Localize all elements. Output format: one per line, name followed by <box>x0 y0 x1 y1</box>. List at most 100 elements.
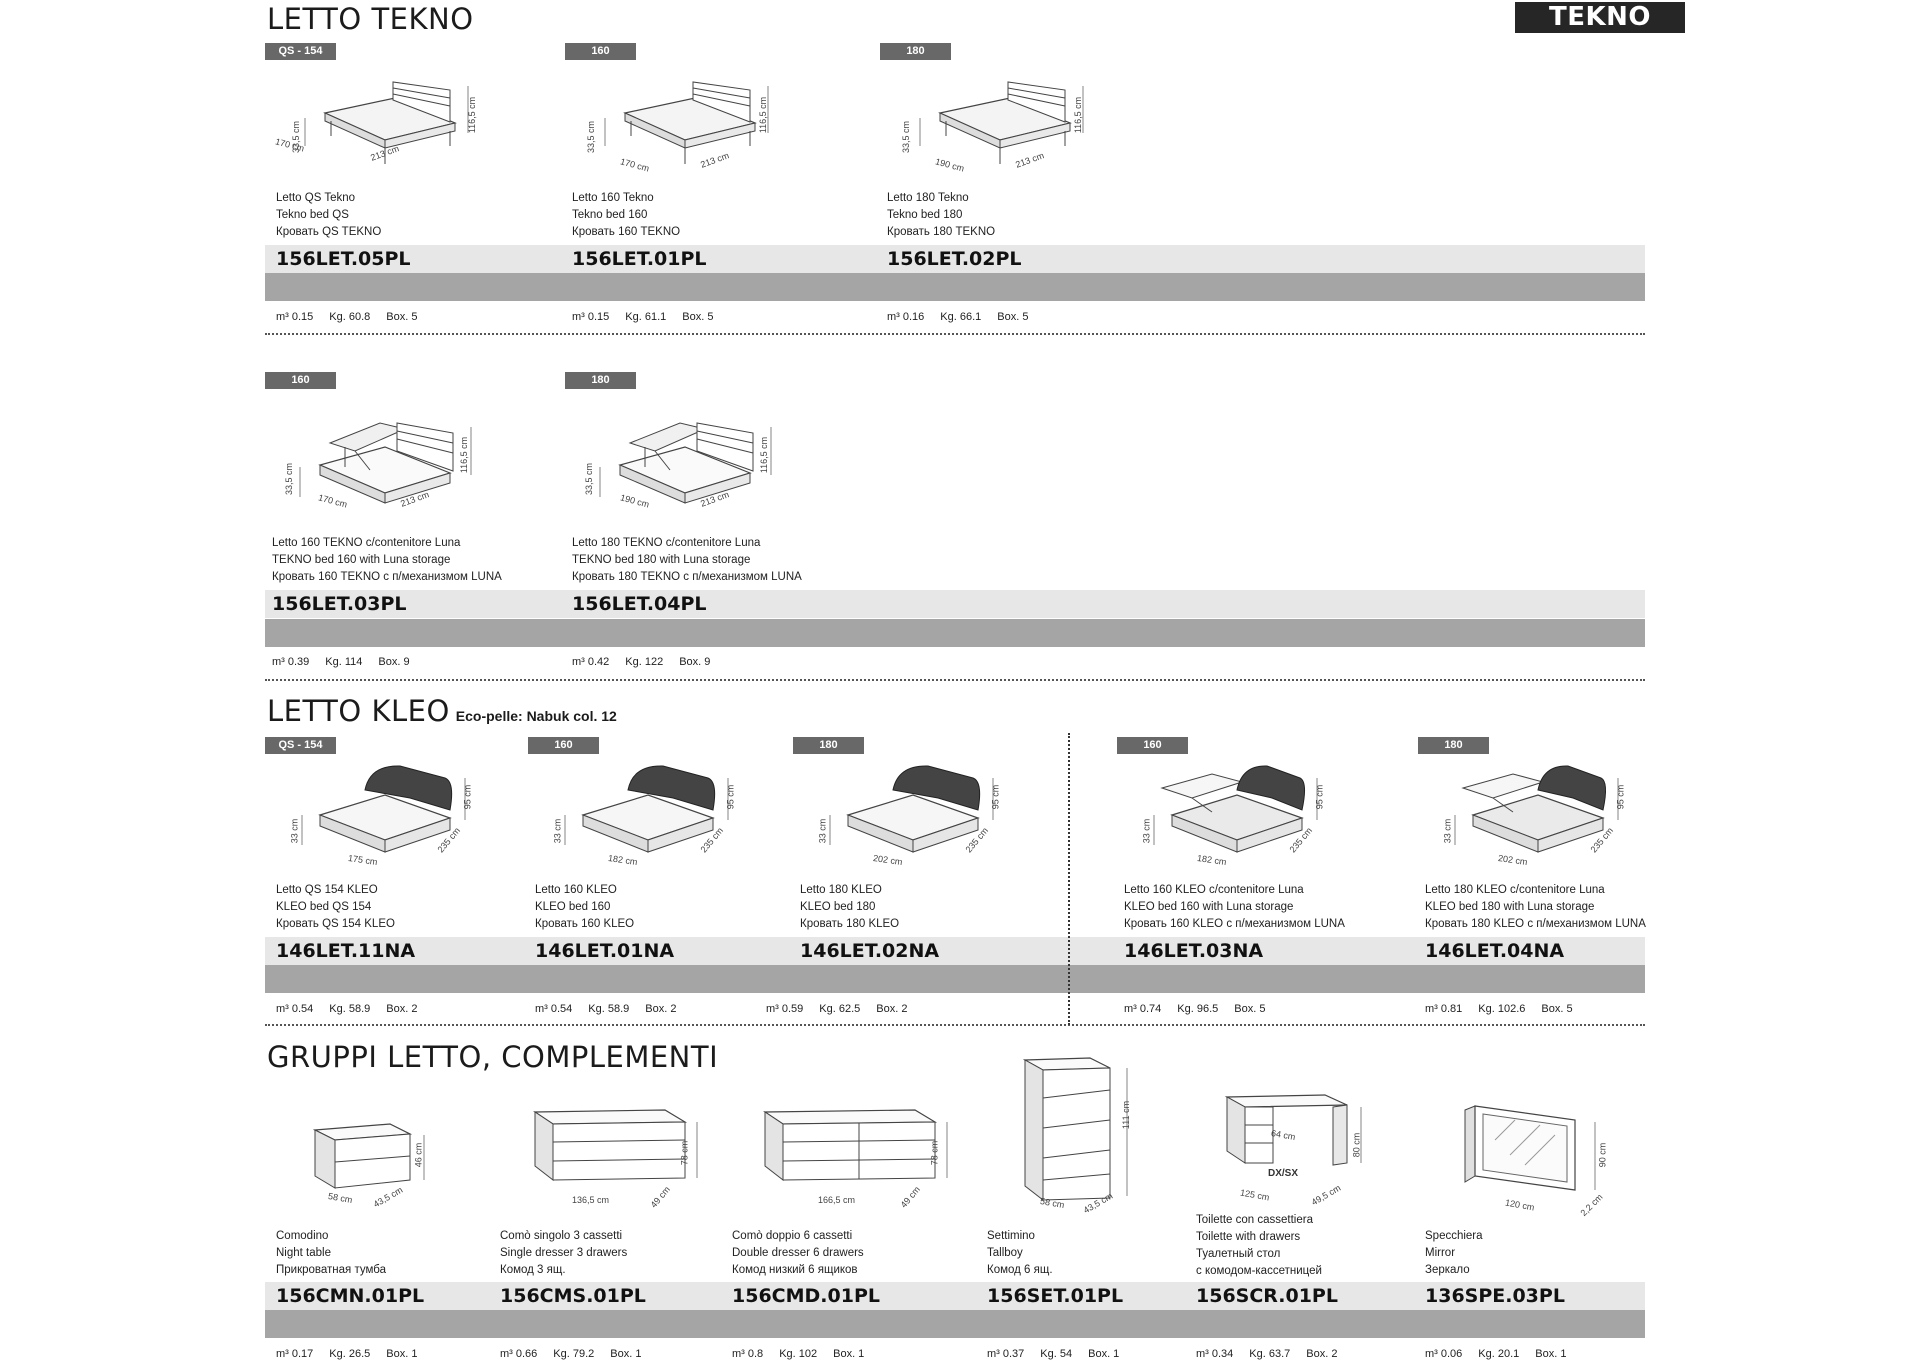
dim-height: 95 cm <box>1314 784 1325 810</box>
dim-height-side: 33 cm <box>1141 818 1152 844</box>
product-code: 146LET.01NA <box>535 940 675 962</box>
dim-height: 116,5 cm <box>758 96 769 134</box>
section-title-gruppi: GRUPPI LETTO, COMPLEMENTI <box>267 1040 719 1074</box>
kleo-title-text: LETTO KLEO <box>267 694 450 728</box>
storage-bed-drawing <box>585 415 785 520</box>
product-code: 156LET.03PL <box>272 593 407 615</box>
bed-drawing <box>585 78 785 178</box>
code-band-row2 <box>265 590 1645 618</box>
dim-height: 78 cm <box>679 1140 690 1166</box>
product-code: 146LET.02NA <box>800 940 940 962</box>
code-band-row3 <box>265 937 1645 965</box>
separator <box>265 333 1645 335</box>
bed-drawing <box>285 78 485 178</box>
product-code: 146LET.04NA <box>1425 940 1565 962</box>
mirror-drawing <box>1455 1100 1625 1210</box>
dim-height: 80 cm <box>1351 1132 1362 1158</box>
product-code: 156CMD.01PL <box>732 1285 880 1307</box>
kleo-storage-bed-drawing <box>1142 760 1332 865</box>
storage-bed-drawing <box>285 415 485 520</box>
size-badge: 180 <box>793 737 864 754</box>
vertical-separator <box>1068 733 1070 1025</box>
dim-height-side: 33,5 cm <box>284 462 295 496</box>
kleo-bed-drawing <box>553 760 743 865</box>
tallboy-drawing <box>1015 1050 1145 1210</box>
dim-height: 46 cm <box>413 1142 424 1168</box>
code-band-row1 <box>265 245 1645 273</box>
size-badge: QS - 154 <box>265 43 336 60</box>
dim-height: 116,5 cm <box>1073 96 1084 134</box>
dim-height-side: 33 cm <box>1442 818 1453 844</box>
size-badge: 180 <box>565 372 636 389</box>
dim-height-side: 33,5 cm <box>901 120 912 154</box>
size-badge: 180 <box>880 43 951 60</box>
dim-height: 95 cm <box>725 784 736 810</box>
product-code: 156LET.02PL <box>887 248 1022 270</box>
dim-height: 78 cm <box>929 1140 940 1166</box>
separator <box>265 1024 1645 1026</box>
kleo-bed-drawing <box>290 760 480 865</box>
dim-width: 136,5 cm <box>572 1195 610 1205</box>
size-badge: 180 <box>1418 737 1489 754</box>
dim-height: 95 cm <box>990 784 1001 810</box>
dim-height-side: 33 cm <box>289 818 300 844</box>
dim-height: 90 cm <box>1597 1142 1608 1168</box>
dim-height-side: 33 cm <box>817 818 828 844</box>
product-code: 156CMN.01PL <box>276 1285 425 1307</box>
dim-height: 116,5 cm <box>759 436 770 474</box>
section-title-kleo: LETTO KLEO Eco-pelle: Nabuk col. 12 <box>267 694 617 728</box>
product-code: 156LET.04PL <box>572 593 707 615</box>
size-badge: 160 <box>565 43 636 60</box>
dim-width: 166,5 cm <box>818 1195 856 1205</box>
gray-band-row3 <box>265 965 1645 993</box>
product-code: 136SPE.03PL <box>1425 1285 1565 1307</box>
size-badge: 160 <box>265 372 336 389</box>
dim-height-side: 33 cm <box>552 818 563 844</box>
kleo-subtitle: Eco-pelle: Nabuk col. 12 <box>455 708 617 724</box>
gray-band-row1 <box>265 273 1645 301</box>
dim-height-side: 33,5 cm <box>586 120 597 154</box>
dim-height-side: 33,5 cm <box>291 120 302 154</box>
product-code: 156CMS.01PL <box>500 1285 646 1307</box>
section-title-tekno: LETTO TEKNO <box>267 2 474 36</box>
code-band-row4 <box>265 1282 1645 1310</box>
size-badge: 160 <box>528 737 599 754</box>
size-badge: QS - 154 <box>265 737 336 754</box>
dim-height: 95 cm <box>1615 784 1626 810</box>
dim-height: 116,5 cm <box>459 436 470 474</box>
kleo-storage-bed-drawing <box>1443 760 1633 865</box>
product-code: 156SCR.01PL <box>1196 1285 1338 1307</box>
dim-side-label: DX/SX <box>1268 1168 1299 1179</box>
bed-drawing <box>900 78 1100 178</box>
dresser-6-drawing <box>755 1100 955 1220</box>
dim-height: 111 cm <box>1121 1100 1132 1130</box>
product-code: 156LET.05PL <box>276 248 411 270</box>
product-code: 156SET.01PL <box>987 1285 1124 1307</box>
